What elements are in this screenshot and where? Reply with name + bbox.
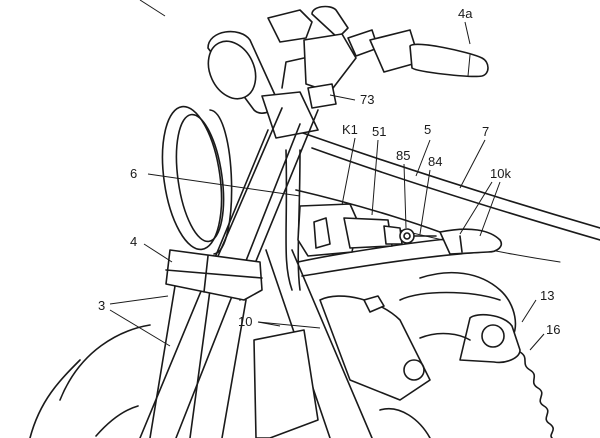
label-4a: 4a	[458, 6, 473, 21]
label-73: 73	[360, 92, 374, 107]
label-10: 10	[238, 314, 252, 329]
engine-parts	[29, 271, 521, 438]
label-16: 16	[546, 322, 560, 337]
label-13: 13	[540, 288, 554, 303]
label-K1: K1	[342, 122, 358, 137]
reference-labels: 4a 73 K1 51 5 7 85 84 10k 6 4 3 10 13 16	[98, 6, 560, 337]
label-10k: 10k	[490, 166, 511, 181]
meter-gauge	[207, 30, 277, 114]
bracket-10k	[439, 228, 503, 255]
label-3: 3	[98, 298, 105, 313]
label-6: 6	[130, 166, 137, 181]
label-84: 84	[428, 154, 442, 169]
leader-lines	[109, 0, 545, 351]
cable-16	[519, 351, 554, 438]
fork-clamp	[165, 249, 263, 301]
headlight	[161, 105, 233, 255]
label-7: 7	[482, 124, 489, 139]
label-5: 5	[424, 122, 431, 137]
handlebar-assembly	[267, 5, 489, 109]
front-fork	[139, 91, 319, 438]
label-4: 4	[130, 234, 137, 249]
label-51: 51	[372, 124, 386, 139]
actuator-k1	[297, 203, 437, 257]
label-85: 85	[396, 148, 410, 163]
